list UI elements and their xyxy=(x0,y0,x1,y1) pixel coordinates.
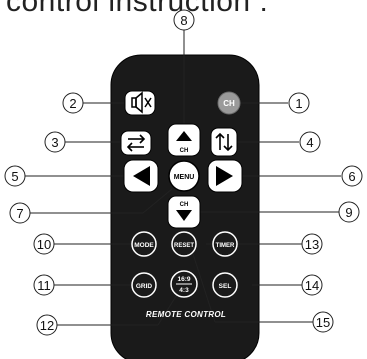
callout-12: 12 xyxy=(36,314,58,336)
channel-top-button[interactable]: CH xyxy=(217,91,241,115)
svg-text:3: 3 xyxy=(51,135,58,150)
svg-text:13: 13 xyxy=(305,237,319,252)
svg-text:6: 6 xyxy=(348,169,355,184)
callout-markers: 1 2 3 4 5 6 7 8 9 10 11 12 13 14 15 xyxy=(4,9,363,336)
channel-top-label: CH xyxy=(223,99,235,108)
svg-text:2: 2 xyxy=(69,96,76,111)
callout-5: 5 xyxy=(4,165,26,187)
callout-6: 6 xyxy=(341,165,363,187)
timer-label: TIMER xyxy=(216,243,235,249)
ratio-top-label: 16:9 xyxy=(177,276,190,283)
reset-label: RESET xyxy=(174,243,194,249)
svg-text:10: 10 xyxy=(37,237,51,252)
callout-10: 10 xyxy=(33,233,55,255)
left-button[interactable] xyxy=(123,159,159,193)
callout-8: 8 xyxy=(173,9,195,31)
aspect-ratio-button[interactable]: 16:9 4:3 xyxy=(170,270,198,298)
triangle-left-icon xyxy=(133,166,150,186)
svg-text:15: 15 xyxy=(316,315,330,330)
svg-text:5: 5 xyxy=(11,169,18,184)
triangle-right-icon xyxy=(216,166,233,186)
triangle-down-icon xyxy=(176,210,192,221)
grid-label: GRID xyxy=(136,283,153,290)
channel-down-label: CH xyxy=(180,202,189,208)
svg-text:9: 9 xyxy=(345,205,352,220)
mute-button[interactable] xyxy=(124,90,156,116)
svg-text:4: 4 xyxy=(306,135,313,150)
callout-15: 15 xyxy=(312,311,334,333)
vertical-swap-button[interactable] xyxy=(210,127,238,157)
svg-text:1: 1 xyxy=(295,96,302,111)
svg-text:12: 12 xyxy=(40,318,54,333)
channel-up-label: CH xyxy=(180,148,189,154)
callout-1: 1 xyxy=(288,92,310,114)
callout-9: 9 xyxy=(338,201,360,223)
reset-button[interactable]: RESET xyxy=(171,231,197,257)
callout-2: 2 xyxy=(62,92,84,114)
svg-text:14: 14 xyxy=(305,278,319,293)
menu-button[interactable]: MENU xyxy=(168,160,200,192)
mode-button[interactable]: MODE xyxy=(131,231,157,257)
menu-label: MENU xyxy=(174,174,195,181)
svg-text:11: 11 xyxy=(37,278,51,293)
select-button[interactable]: SEL xyxy=(212,272,238,298)
svg-text:8: 8 xyxy=(180,13,187,28)
callout-leader-lines xyxy=(25,30,341,326)
speaker-mute-icon xyxy=(131,91,152,114)
grid-button[interactable]: GRID xyxy=(131,272,157,298)
remote-brand-text: REMOTE CONTROL xyxy=(146,310,226,319)
right-button[interactable] xyxy=(207,159,243,193)
callout-11: 11 xyxy=(33,274,55,296)
callout-4: 4 xyxy=(299,131,321,153)
mode-label: MODE xyxy=(134,242,154,249)
timer-button[interactable]: TIMER xyxy=(212,231,238,257)
svg-text:7: 7 xyxy=(16,206,23,221)
swap-button[interactable] xyxy=(120,130,152,156)
ratio-bottom-label: 4:3 xyxy=(179,287,189,294)
swap-arrows-icon xyxy=(126,134,146,152)
callout-7: 7 xyxy=(9,202,31,224)
channel-down-button[interactable]: CH xyxy=(167,195,201,229)
triangle-up-icon xyxy=(176,131,192,141)
callout-3: 3 xyxy=(44,131,66,153)
up-down-arrows-icon xyxy=(215,132,233,152)
callout-13: 13 xyxy=(301,233,323,255)
page-heading: control instruction : xyxy=(6,0,269,18)
callout-14: 14 xyxy=(301,274,323,296)
channel-up-button[interactable]: CH xyxy=(167,123,201,157)
select-label: SEL xyxy=(219,283,232,290)
